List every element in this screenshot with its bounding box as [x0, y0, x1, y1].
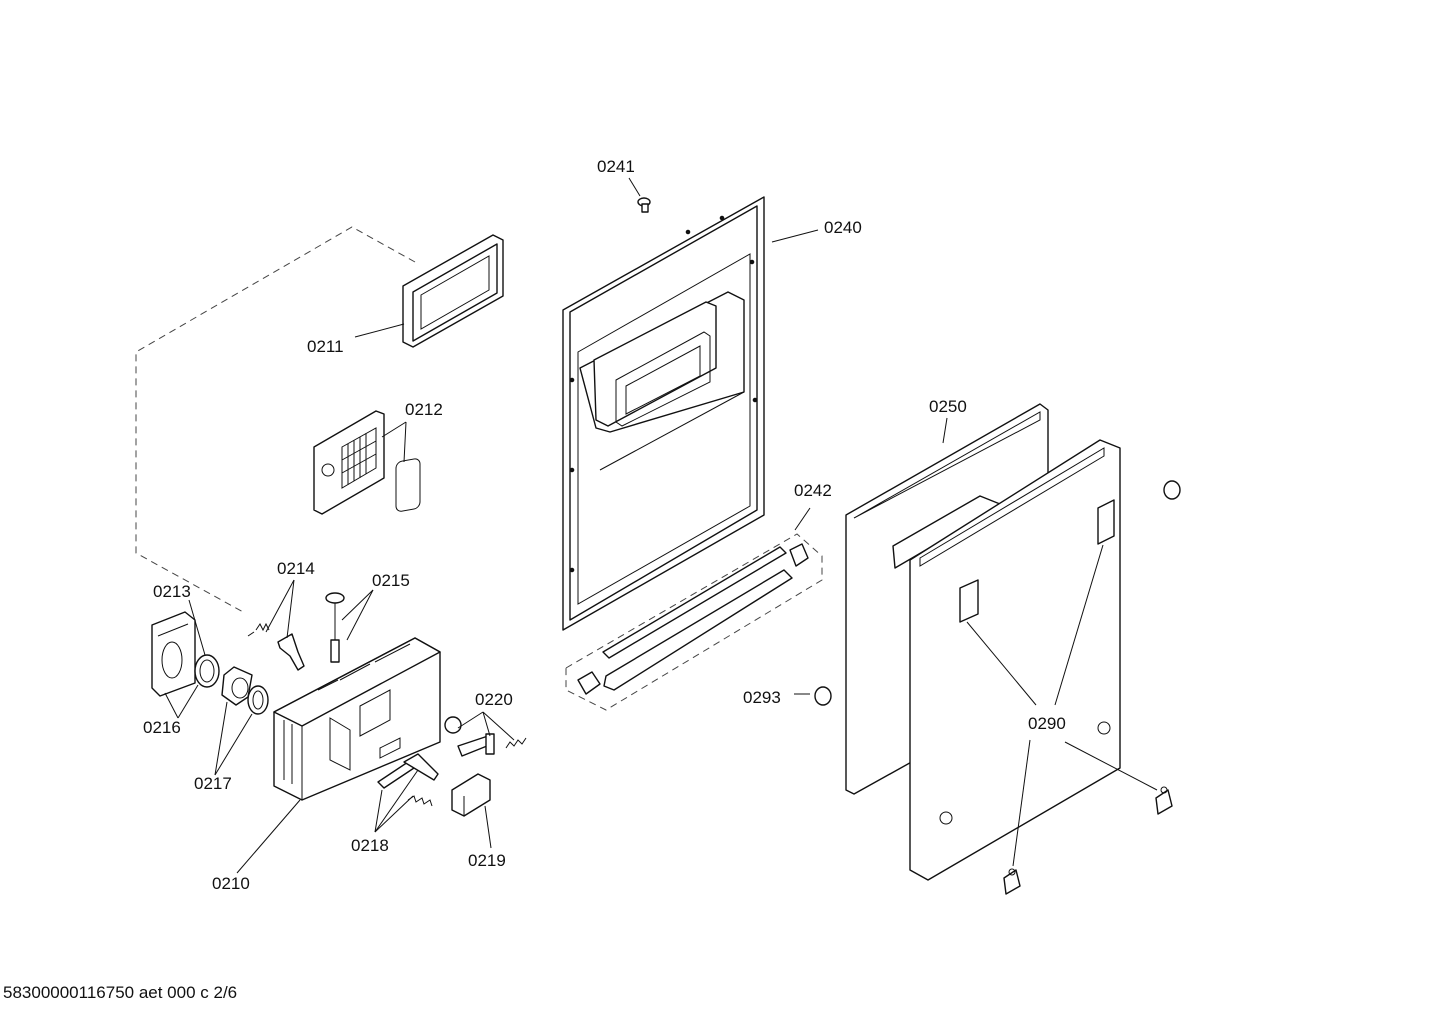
- part-0290-hinge-right[interactable]: [1155, 786, 1173, 815]
- callout-0213: 0213: [153, 582, 191, 601]
- callout-0216: 0216: [143, 718, 181, 737]
- part-0240-inner-door[interactable]: [562, 196, 765, 631]
- part-0213-handle[interactable]: [151, 611, 196, 697]
- part-0211-frame[interactable]: [402, 234, 504, 348]
- callout-0218: 0218: [351, 836, 389, 855]
- callout-0293: 0293: [743, 688, 781, 707]
- document-code: 58300000116750 aet 000 c 2/6: [3, 983, 237, 1002]
- part-0215-pin[interactable]: [325, 592, 345, 663]
- callout-0250: 0250: [929, 397, 967, 416]
- part-0212-cover[interactable]: [313, 410, 421, 515]
- part-fitting-right[interactable]: [1163, 480, 1181, 500]
- assembly-dashed-outline: [135, 226, 416, 614]
- callout-0242: 0242: [794, 481, 832, 500]
- part-0217-knob[interactable]: [221, 666, 269, 715]
- callout-0214: 0214: [277, 559, 315, 578]
- callout-0240: 0240: [824, 218, 862, 237]
- part-0210-housing[interactable]: [273, 637, 441, 801]
- part-0216-ring[interactable]: [194, 654, 220, 688]
- part-0293-cap[interactable]: [814, 686, 832, 706]
- callout-0215: 0215: [372, 571, 410, 590]
- callout-0219: 0219: [468, 851, 506, 870]
- callout-0211: 0211: [307, 337, 344, 356]
- part-0218-levers-springs[interactable]: [377, 753, 439, 807]
- callout-0220: 0220: [475, 690, 513, 709]
- callout-0212: 0212: [405, 400, 443, 419]
- callout-0210: 0210: [212, 874, 250, 893]
- callout-0241: 0241: [597, 157, 635, 176]
- leader-lines: [164, 177, 1158, 874]
- part-0220-ball-lever-spring[interactable]: [444, 716, 527, 757]
- part-0214-spring-hook[interactable]: [247, 622, 305, 671]
- part-0241-screw[interactable]: [637, 197, 651, 213]
- part-0290-hinge-bottom[interactable]: [1003, 868, 1021, 895]
- part-0290-front-door[interactable]: [909, 439, 1121, 881]
- part-0219-switch[interactable]: [451, 773, 491, 817]
- part-0242-bottom-strip[interactable]: [565, 533, 823, 711]
- callout-0290: 0290: [1028, 714, 1066, 733]
- callout-0217: 0217: [194, 774, 232, 793]
